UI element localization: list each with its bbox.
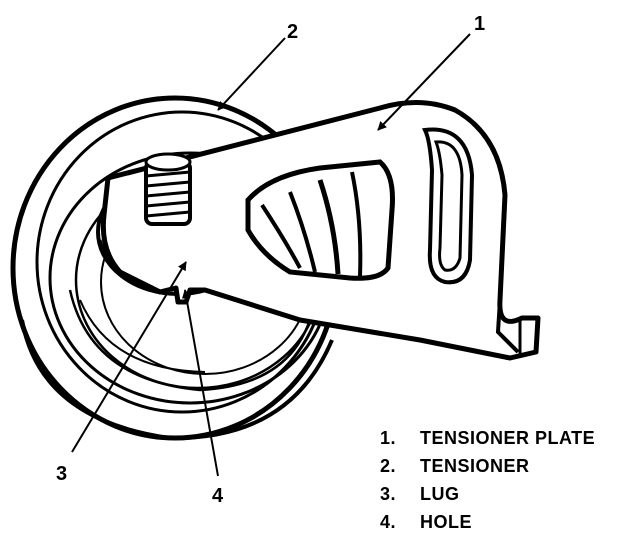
legend-label: TENSIONER PLATE: [420, 428, 596, 448]
legend-item: 4. HOLE: [380, 508, 595, 536]
threaded-stud: [144, 152, 192, 226]
legend-number: 2.: [380, 456, 397, 476]
callout-4: 4: [212, 485, 224, 507]
leader-lines: [71, 33, 471, 477]
tensioner-plate: [100, 99, 541, 361]
legend-number: 4.: [380, 512, 397, 532]
leader-line-2: [217, 37, 286, 111]
legend-item: 3. LUG: [380, 480, 595, 508]
legend-label: LUG: [420, 484, 460, 504]
callout-3: 3: [56, 463, 67, 485]
leader-line-4: [181, 289, 219, 477]
legend-number: 1.: [380, 428, 397, 448]
legend-item: 2. TENSIONER: [380, 452, 595, 480]
leader-line-3: [71, 261, 187, 453]
legend-label: HOLE: [420, 512, 473, 532]
legend-item: 1. TENSIONER PLATE: [380, 424, 595, 452]
parts-legend: 1. TENSIONER PLATE 2. TENSIONER 3. LUG 4. HO…: [380, 424, 595, 536]
legend-label: TENSIONER: [420, 456, 530, 476]
callout-2: 2: [287, 21, 298, 43]
leader-line-1: [377, 33, 471, 131]
legend-number: 3.: [380, 484, 397, 504]
callout-1: 1: [474, 13, 485, 35]
